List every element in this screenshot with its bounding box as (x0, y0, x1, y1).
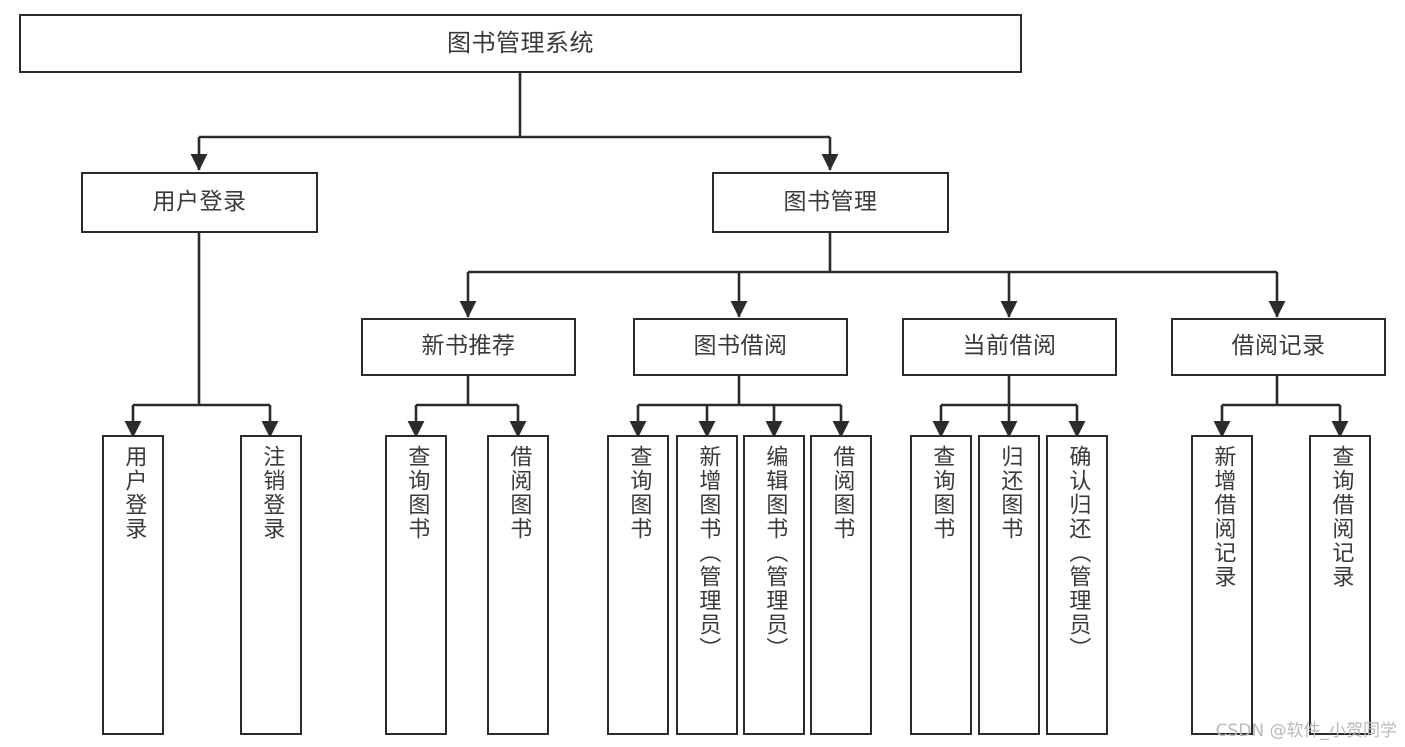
node-label: 查询借阅记录 (1328, 445, 1354, 589)
node-label: 新增图书（管理员） (695, 445, 721, 661)
leaf-query-borrow-record[interactable]: 查询借阅记录 (1309, 435, 1371, 735)
leaf-confirm-return[interactable]: 确认归还（管理员） (1046, 435, 1108, 735)
leaf-query-book-borrow[interactable]: 查询图书 (607, 435, 669, 735)
node-label: 图书管理 (783, 188, 878, 215)
node-label: 借阅图书 (506, 445, 532, 541)
node-label: 确认归还（管理员） (1065, 445, 1091, 661)
node-user-login[interactable]: 用户登录 (81, 172, 318, 233)
node-label: 编辑图书（管理员） (762, 445, 788, 661)
node-label: 查询图书 (626, 445, 652, 541)
leaf-borrow-book[interactable]: 借阅图书 (810, 435, 872, 735)
node-label: 新书推荐 (421, 333, 516, 360)
node-label: 注销登录 (259, 445, 285, 541)
node-label: 图书借阅 (693, 333, 788, 360)
leaf-query-book-new[interactable]: 查询图书 (385, 435, 447, 735)
node-root-system[interactable]: 图书管理系统 (19, 14, 1022, 73)
node-label: 借阅记录 (1231, 333, 1326, 360)
node-label: 图书管理系统 (447, 29, 594, 58)
node-label: 新增借阅记录 (1210, 445, 1236, 589)
leaf-user-login[interactable]: 用户登录 (102, 435, 164, 735)
node-label: 借阅图书 (829, 445, 855, 541)
leaf-borrow-book-new[interactable]: 借阅图书 (487, 435, 549, 735)
leaf-edit-book[interactable]: 编辑图书（管理员） (743, 435, 805, 735)
node-label: 查询图书 (404, 445, 430, 541)
node-book-manage[interactable]: 图书管理 (712, 172, 949, 233)
leaf-return-book[interactable]: 归还图书 (978, 435, 1040, 735)
node-label: 用户登录 (121, 445, 147, 541)
leaf-add-borrow-record[interactable]: 新增借阅记录 (1191, 435, 1253, 735)
node-borrow-record[interactable]: 借阅记录 (1171, 318, 1386, 376)
leaf-logout-login[interactable]: 注销登录 (240, 435, 302, 735)
node-book-borrow[interactable]: 图书借阅 (633, 318, 848, 376)
node-label: 用户登录 (152, 188, 247, 215)
node-label: 当前借阅 (962, 333, 1057, 360)
leaf-add-book[interactable]: 新增图书（管理员） (676, 435, 738, 735)
leaf-query-book-current[interactable]: 查询图书 (910, 435, 972, 735)
node-new-book-recommend[interactable]: 新书推荐 (361, 318, 576, 376)
csdn-watermark: CSDN @软件_小贺同学 (1215, 721, 1397, 741)
node-label: 归还图书 (997, 445, 1023, 541)
node-current-borrow[interactable]: 当前借阅 (902, 318, 1117, 376)
node-label: 查询图书 (929, 445, 955, 541)
